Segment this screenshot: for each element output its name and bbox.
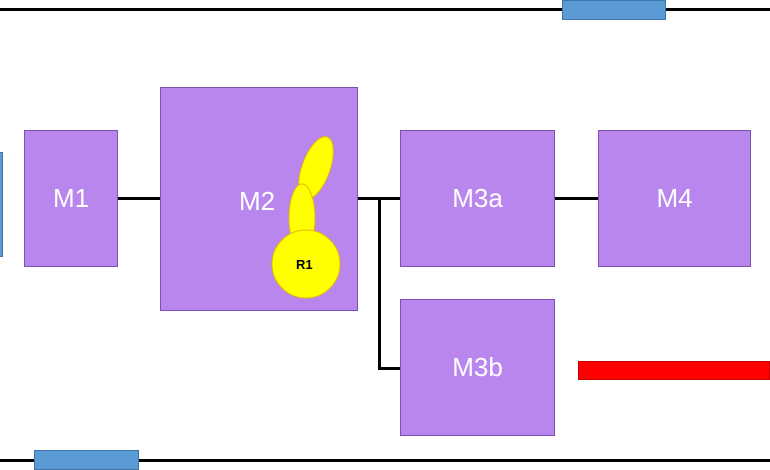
module-m4[interactable]: M4 <box>598 130 751 267</box>
module-m3a-label: M3a <box>452 183 503 213</box>
red-bar[interactable] <box>578 361 770 380</box>
module-m2-label: M2 <box>239 186 276 216</box>
bottom-blue-block[interactable] <box>34 450 139 470</box>
module-m4-label: M4 <box>656 183 693 213</box>
connector-m1-m2 <box>117 197 161 200</box>
connector-branch-vertical <box>378 197 381 370</box>
module-m1[interactable]: M1 <box>24 130 118 267</box>
module-m3a[interactable]: M3a <box>400 130 555 267</box>
module-m3b-label: M3b <box>452 352 503 382</box>
module-m1-label: M1 <box>52 183 90 213</box>
left-edge-blue-block[interactable] <box>0 152 3 257</box>
module-m2[interactable]: M2 <box>160 87 358 311</box>
module-m3b[interactable]: M3b <box>400 299 555 436</box>
connector-m3a-m4 <box>554 197 598 200</box>
r1-label: R1 <box>296 257 313 272</box>
connector-branch-m3b <box>378 367 401 370</box>
bottom-rail <box>0 459 770 462</box>
top-blue-block[interactable] <box>562 0 666 20</box>
top-rail <box>0 8 770 11</box>
